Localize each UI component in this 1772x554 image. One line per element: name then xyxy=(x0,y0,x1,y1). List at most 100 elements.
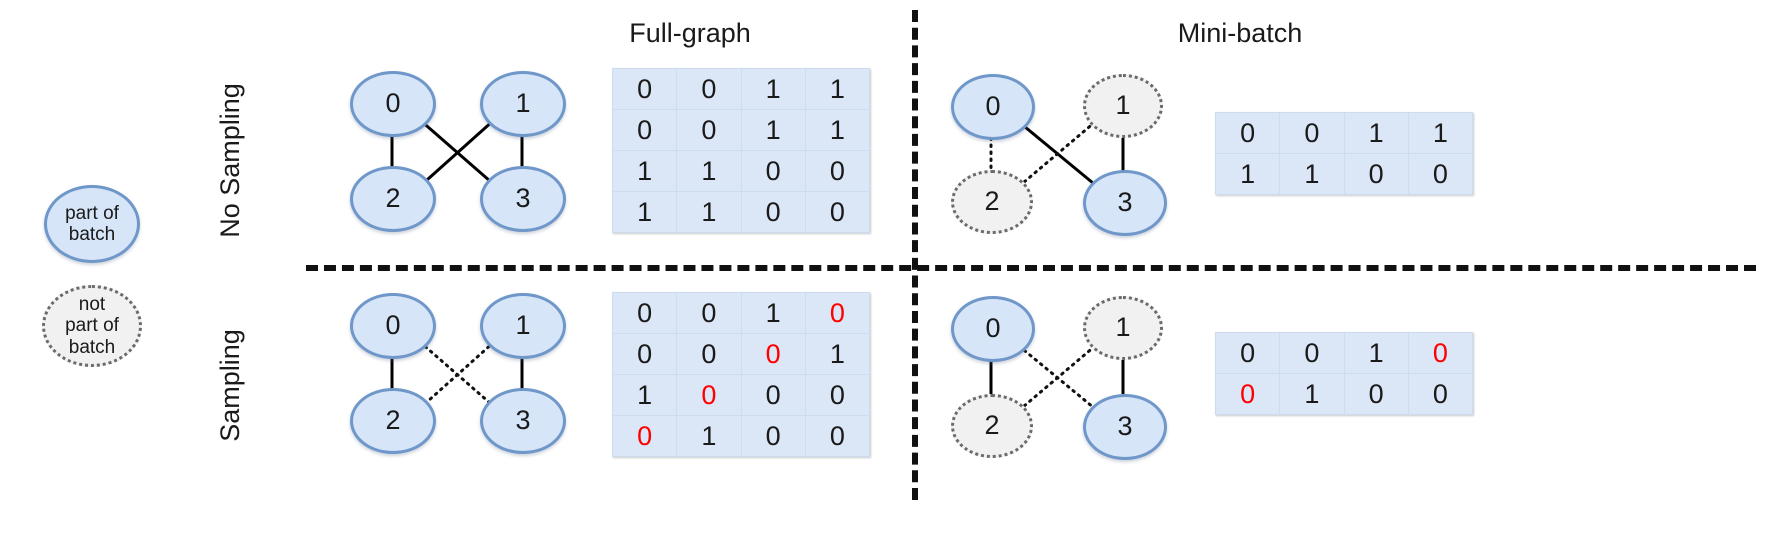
matrix-cell: 1 xyxy=(804,333,871,375)
row-title-sampling: Sampling xyxy=(214,328,245,442)
matrix-cell: 0 xyxy=(676,374,742,416)
horizontal-divider xyxy=(306,265,1756,271)
matrix-cell: 0 xyxy=(740,333,806,375)
row-title-no-sampling-wrap: No Sampling xyxy=(200,70,260,250)
matrix-cell: 0 xyxy=(740,150,806,192)
row-title-no-sampling: No Sampling xyxy=(214,82,245,238)
matrix-cell: 0 xyxy=(740,191,806,233)
legend-not-part-of-batch-line2: part of xyxy=(65,315,119,337)
node-mini-no-sampling-0: 0 xyxy=(951,74,1035,140)
matrix-cell: 1 xyxy=(1214,153,1281,195)
matrix-cell: 0 xyxy=(1407,332,1474,374)
legend: part of batch not part of batch xyxy=(30,180,180,370)
column-title-mini-batch: Mini-batch xyxy=(1177,18,1303,48)
node-mini-sampling-2: 2 xyxy=(951,394,1033,458)
node-label: 1 xyxy=(1115,90,1131,121)
matrix-cell: 1 xyxy=(804,68,871,110)
node-full-sampling-1: 1 xyxy=(480,293,566,359)
matrix-cell: 0 xyxy=(740,415,806,457)
node-label: 1 xyxy=(515,88,531,119)
matrix-cell: 0 xyxy=(1343,153,1409,195)
edge-0-3 xyxy=(1017,344,1101,414)
node-full-no-sampling-2: 2 xyxy=(350,166,436,232)
node-label: 3 xyxy=(515,405,531,436)
matrix-cell: 1 xyxy=(611,191,678,233)
column-title-full-graph: Full-graph xyxy=(629,18,751,48)
matrix-cell: 0 xyxy=(611,292,678,334)
legend-not-part-of-batch-line1: not xyxy=(78,294,106,316)
node-label: 2 xyxy=(385,405,401,436)
legend-part-of-batch-line1: part of xyxy=(65,202,119,224)
matrix-cell: 0 xyxy=(676,333,742,375)
matrix-cell: 0 xyxy=(804,150,871,192)
matrix-cell: 0 xyxy=(676,292,742,334)
matrix-cell: 0 xyxy=(1279,112,1345,154)
edge-1-2 xyxy=(416,340,496,412)
node-full-sampling-2: 2 xyxy=(350,388,436,454)
matrix-cell: 0 xyxy=(804,415,871,457)
matrix-cell: 0 xyxy=(1214,332,1281,374)
matrix-cell: 0 xyxy=(804,191,871,233)
node-label: 1 xyxy=(1115,312,1131,343)
node-full-no-sampling-1: 1 xyxy=(480,71,566,137)
matrix-cell: 1 xyxy=(1279,373,1345,415)
node-full-sampling-3: 3 xyxy=(480,388,566,454)
legend-part-of-batch-node: part of batch xyxy=(44,185,140,263)
node-label: 2 xyxy=(984,410,1000,441)
node-mini-no-sampling-2: 2 xyxy=(951,170,1033,234)
row-title-sampling-wrap: Sampling xyxy=(200,295,260,475)
legend-not-part-of-batch-line3: batch xyxy=(68,336,116,358)
matrix-cell: 1 xyxy=(676,415,742,457)
node-label: 3 xyxy=(1117,411,1133,442)
matrix-cell: 1 xyxy=(740,292,806,334)
edge-0-3 xyxy=(1018,120,1100,190)
edge-1-2 xyxy=(1015,120,1097,190)
legend-part-of-batch-line2: batch xyxy=(68,224,116,245)
matrix-cell: 1 xyxy=(1407,112,1474,154)
matrix-cell: 1 xyxy=(676,150,742,192)
matrix-cell: 0 xyxy=(676,68,742,110)
edge-0-3 xyxy=(419,118,499,190)
node-mini-sampling-0: 0 xyxy=(951,296,1035,362)
matrix-cell: 0 xyxy=(1279,332,1345,374)
matrix-cell: 0 xyxy=(611,415,678,457)
matrix-cell: 0 xyxy=(676,109,742,151)
matrix-cell: 0 xyxy=(804,292,871,334)
matrix-cell: 1 xyxy=(1343,332,1409,374)
edge-0-3 xyxy=(418,340,500,412)
node-mini-no-sampling-3: 3 xyxy=(1083,170,1167,236)
node-label: 0 xyxy=(985,91,1001,122)
node-full-no-sampling-0: 0 xyxy=(350,71,436,137)
matrix-cell: 1 xyxy=(740,68,806,110)
matrix-cell: 0 xyxy=(804,374,871,416)
edge-1-2 xyxy=(416,118,496,190)
node-label: 3 xyxy=(515,183,531,214)
matrix-cell: 1 xyxy=(611,150,678,192)
node-label: 3 xyxy=(1117,187,1133,218)
matrix-cell: 0 xyxy=(1343,373,1409,415)
node-label: 0 xyxy=(385,310,401,341)
matrix-cell: 0 xyxy=(740,374,806,416)
matrix-cell: 1 xyxy=(804,109,871,151)
matrix-cell: 1 xyxy=(740,109,806,151)
matrix-cell: 0 xyxy=(1214,112,1281,154)
node-mini-sampling-3: 3 xyxy=(1083,394,1167,460)
node-full-no-sampling-3: 3 xyxy=(480,166,566,232)
